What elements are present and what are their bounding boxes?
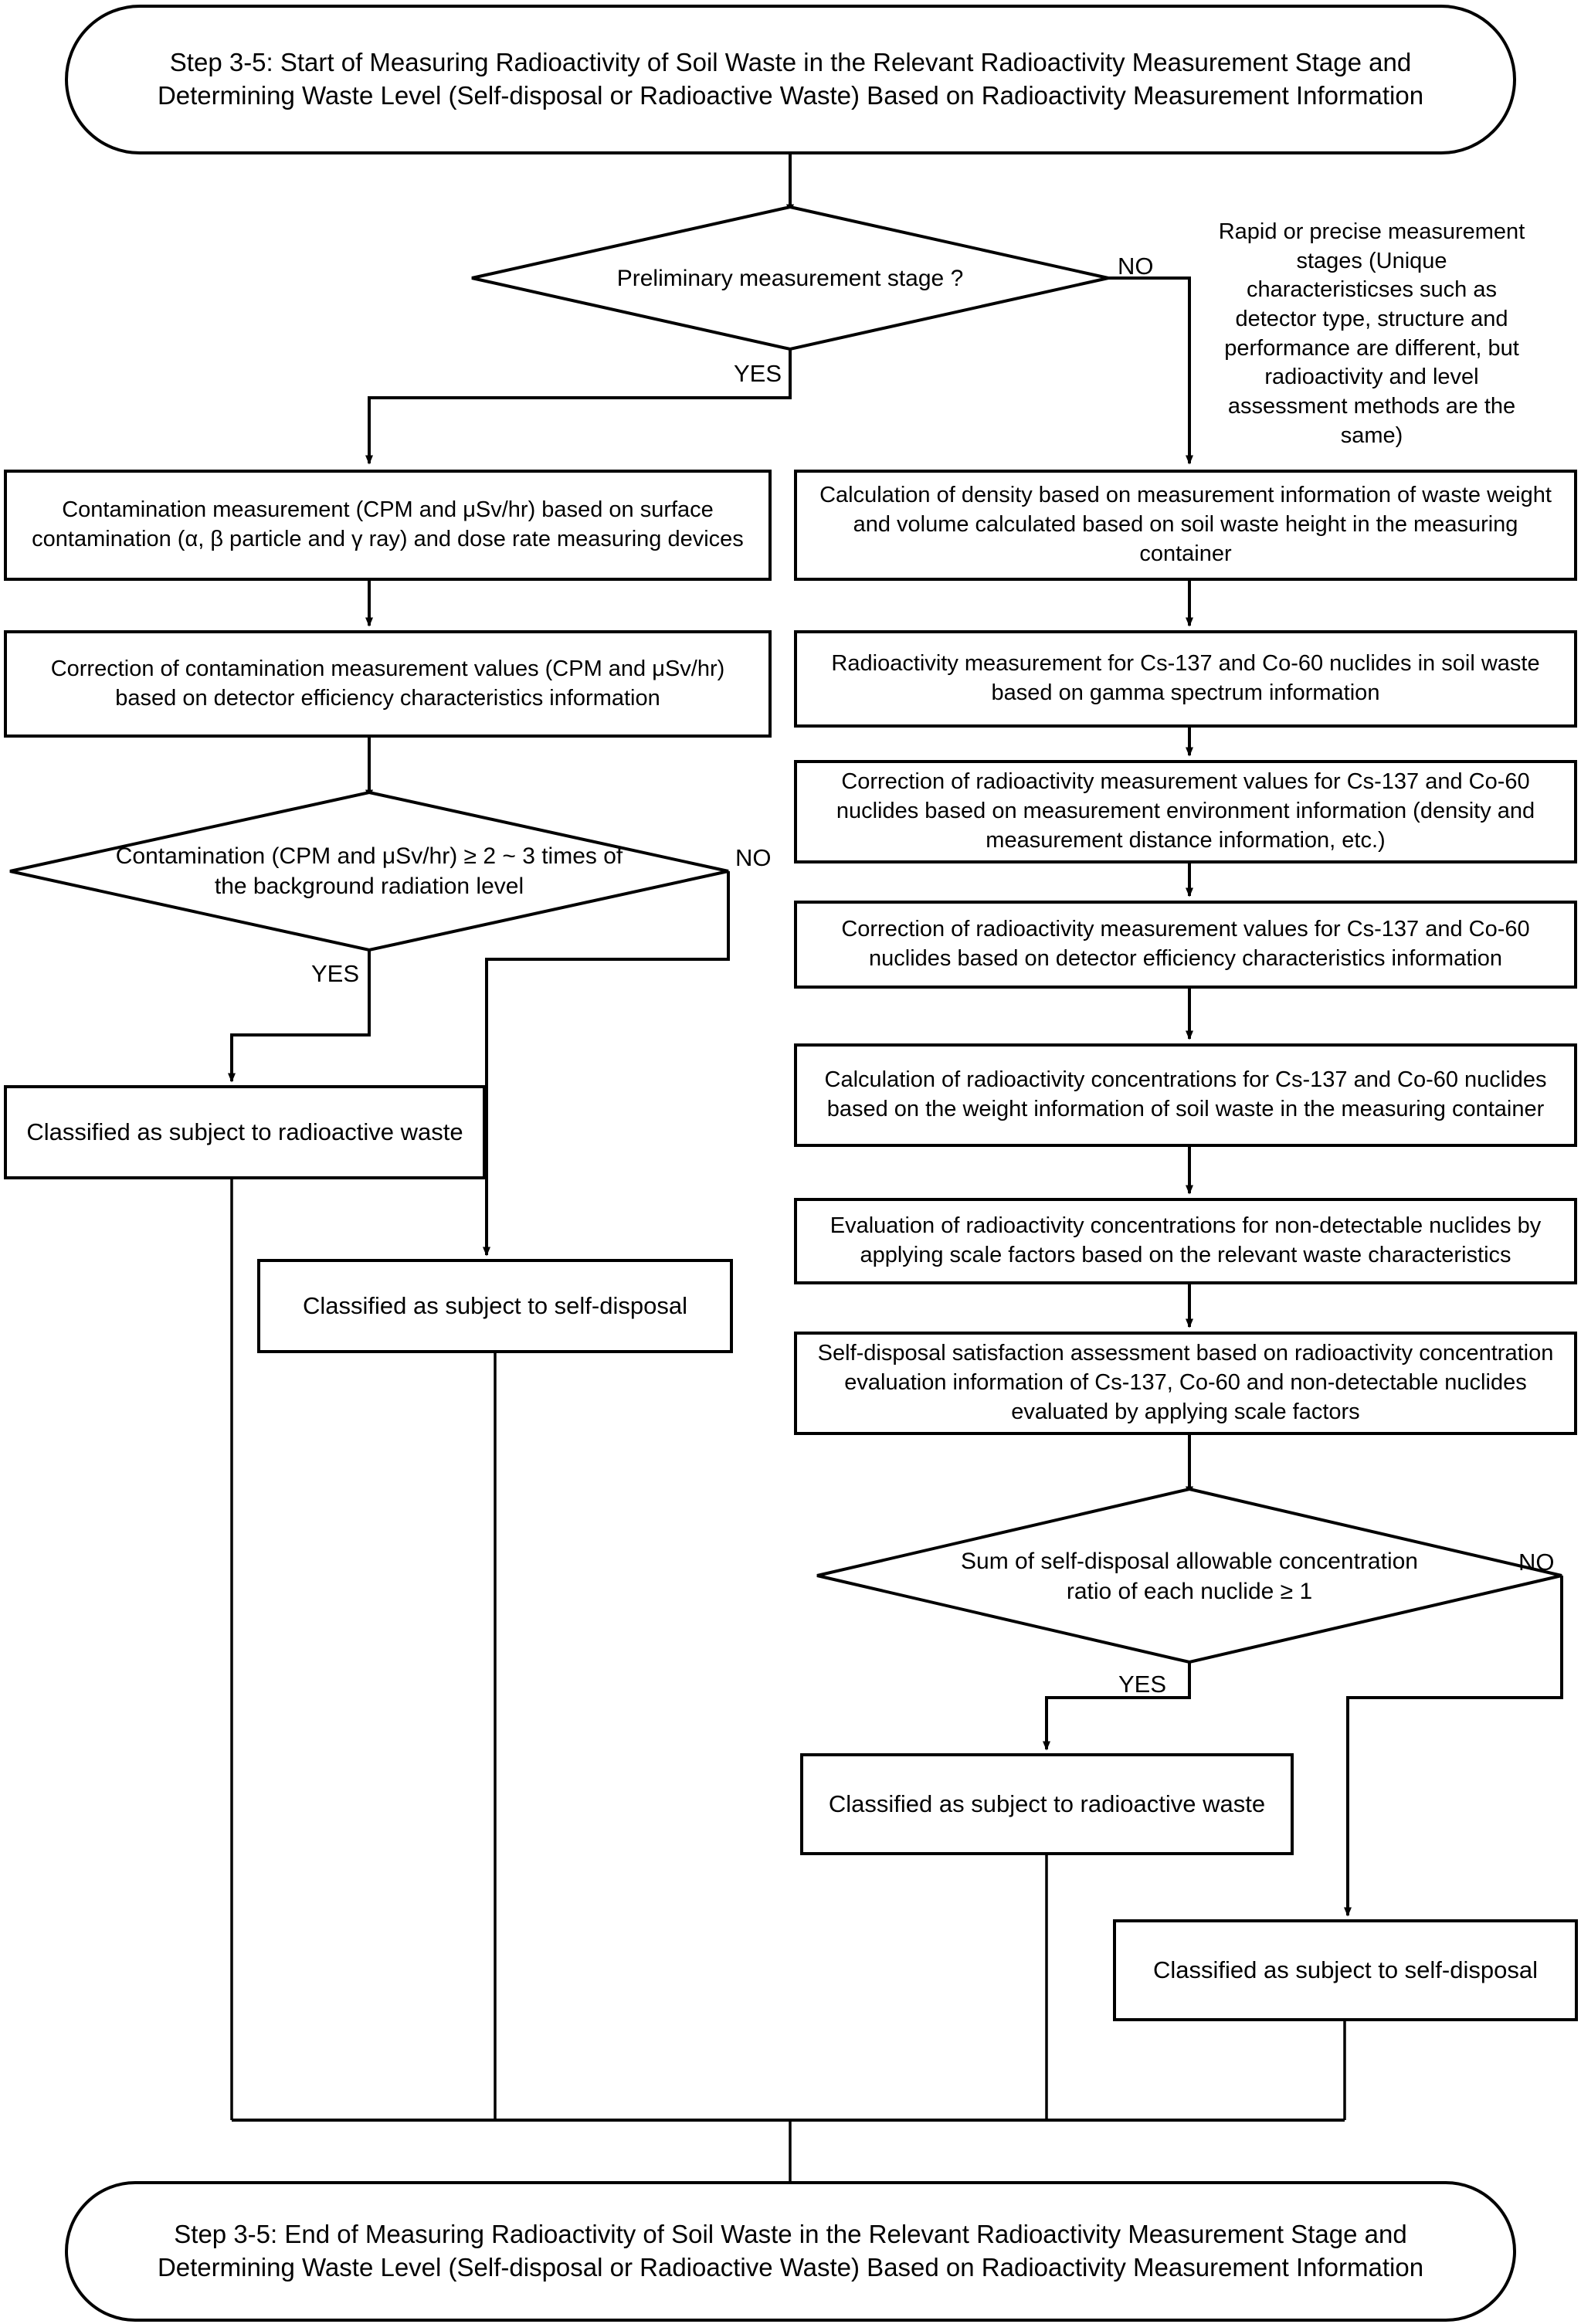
connector-left-no <box>483 871 730 1257</box>
connector-left-yes <box>228 950 371 1083</box>
left-process-2-shape <box>4 630 772 738</box>
left-decision-yes-label: YES <box>311 960 360 987</box>
left-result-radwaste-shape <box>4 1085 486 1179</box>
right-decision-no-label: NO <box>1518 1549 1555 1576</box>
stage-decision-yes-label: YES <box>734 360 782 387</box>
right-process-1-shape <box>794 470 1577 581</box>
connector-right-yes <box>1043 1662 1191 1751</box>
left-decision-no-label: NO <box>735 844 772 871</box>
start-terminator-shape <box>65 5 1516 154</box>
right-result-radwaste-shape <box>800 1753 1294 1855</box>
left-result-selfdisposal-shape <box>257 1259 733 1353</box>
stage-decision-no-label: NO <box>1118 253 1154 280</box>
right-decision-shape <box>816 1487 1562 1664</box>
right-result-selfdisposal-shape <box>1113 1919 1578 2021</box>
left-process-1-shape <box>4 470 772 581</box>
connector-stage-yes <box>365 349 792 465</box>
right-process-2-shape <box>794 630 1577 728</box>
right-decision-yes-label: YES <box>1118 1671 1167 1698</box>
stage-decision-shape <box>471 205 1109 351</box>
right-process-4-shape <box>794 901 1577 989</box>
right-process-5-shape <box>794 1043 1577 1147</box>
connector-right-no <box>1344 1576 1563 1917</box>
connector-stage-no <box>1108 277 1193 465</box>
right-process-6-shape <box>794 1198 1577 1284</box>
right-process-3-shape <box>794 760 1577 863</box>
end-terminator-shape <box>65 2181 1516 2322</box>
right-process-7-shape <box>794 1332 1577 1435</box>
left-decision-shape <box>9 790 729 952</box>
